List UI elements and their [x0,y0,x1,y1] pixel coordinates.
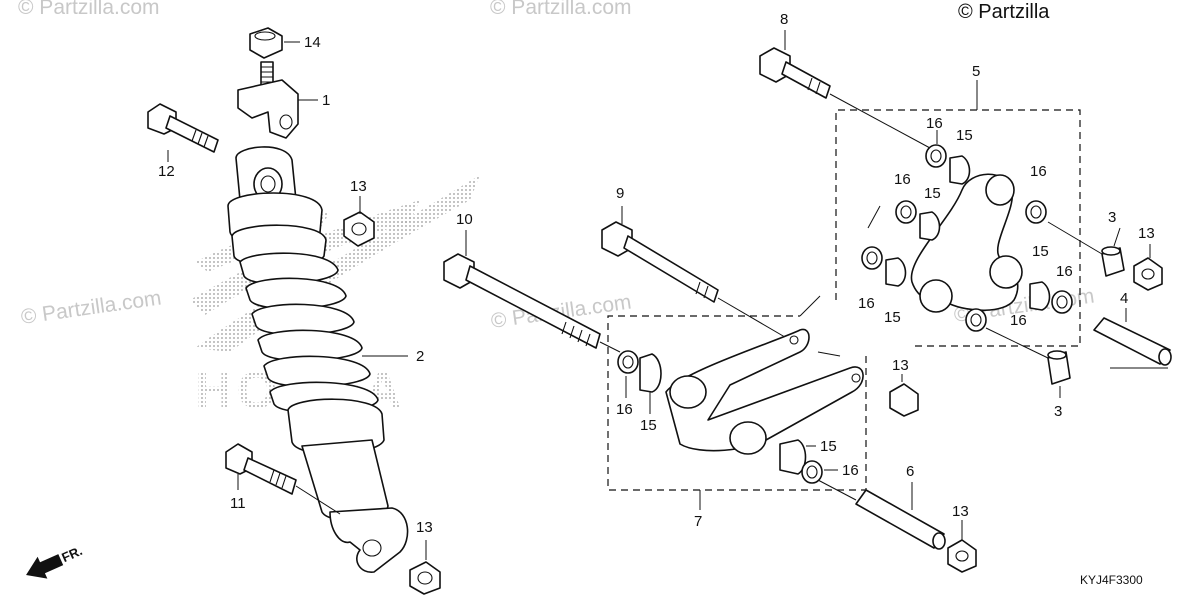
callout-13: 13 [350,178,367,195]
collar-3-drawing [1047,350,1071,385]
callout-3: 3 [1108,209,1116,226]
pipe-4-drawing [1093,317,1172,369]
callout-15: 15 [820,438,837,455]
nut-13-drawing [409,561,441,595]
bolt-10-drawing [443,253,621,353]
diagram-code: KYJ4F3300 [1080,573,1143,587]
bolt-8-drawing [759,47,931,149]
seal-16-drawing [801,460,823,484]
callout-6: 6 [906,463,914,480]
nut-14-drawing [249,27,283,59]
callout-14: 14 [304,34,321,51]
watermark: © Partzilla.com [490,0,632,19]
callout-16: 16 [1010,312,1027,329]
callout-3: 3 [1054,403,1062,420]
callout-15: 15 [924,185,941,202]
callout-11: 11 [230,495,246,512]
callout-16: 16 [894,171,911,188]
pipe-6-drawing [817,479,946,550]
callout-15: 15 [956,127,973,144]
callout-7: 7 [694,513,702,530]
callout-16: 16 [926,115,943,132]
watermark: © Partzilla [958,1,1050,23]
bolt-11-drawing [225,443,341,515]
watermark: © Partzilla.com [18,0,160,19]
callout-13: 13 [1138,225,1155,242]
upper-bracket-1-drawing [237,61,299,139]
callout-8: 8 [780,11,788,28]
callout-4: 4 [1120,290,1128,307]
callout-16: 16 [858,295,875,312]
bolt-9-drawing [601,221,791,341]
callout-9: 9 [616,185,624,202]
nut-13-drawing [1133,257,1163,291]
callout-16: 16 [616,401,633,418]
callout-13: 13 [416,519,433,536]
callout-13: 13 [892,357,909,374]
callout-15: 15 [1032,243,1049,260]
callout-12: 12 [158,163,175,180]
callout-2: 2 [416,348,424,365]
collar-3-drawing [1101,246,1125,277]
connecting-rod-group-7 [607,295,919,491]
callout-16: 16 [1030,163,1047,180]
shock-absorber-2-drawing [227,146,409,573]
callout-13: 13 [952,503,969,520]
bearing-15-drawing [639,353,662,393]
callout-5: 5 [972,63,980,80]
bolt-12-drawing [147,103,219,153]
front-marker-label: FR. [59,543,84,565]
shock-absorber-assembly [147,27,441,595]
callout-16: 16 [1056,263,1073,280]
callout-leaders [167,30,1151,560]
nut-13-drawing [947,539,977,573]
callout-1: 1 [322,92,330,109]
front-direction-marker: FR. [26,543,85,579]
cushion-arm-group-5 [835,109,1103,359]
callout-10: 10 [456,211,473,228]
callout-labels: 14 1 12 13 2 11 13 10 9 8 5 16 15 16 15 … [158,11,1155,536]
watermark: © Partzilla.com [19,286,162,328]
bearing-15-drawing [779,439,807,475]
callout-15: 15 [640,417,657,434]
nut-13-drawing [889,383,919,417]
seal-16-drawing [617,350,639,374]
callout-15: 15 [884,309,901,326]
callout-16: 16 [842,462,859,479]
